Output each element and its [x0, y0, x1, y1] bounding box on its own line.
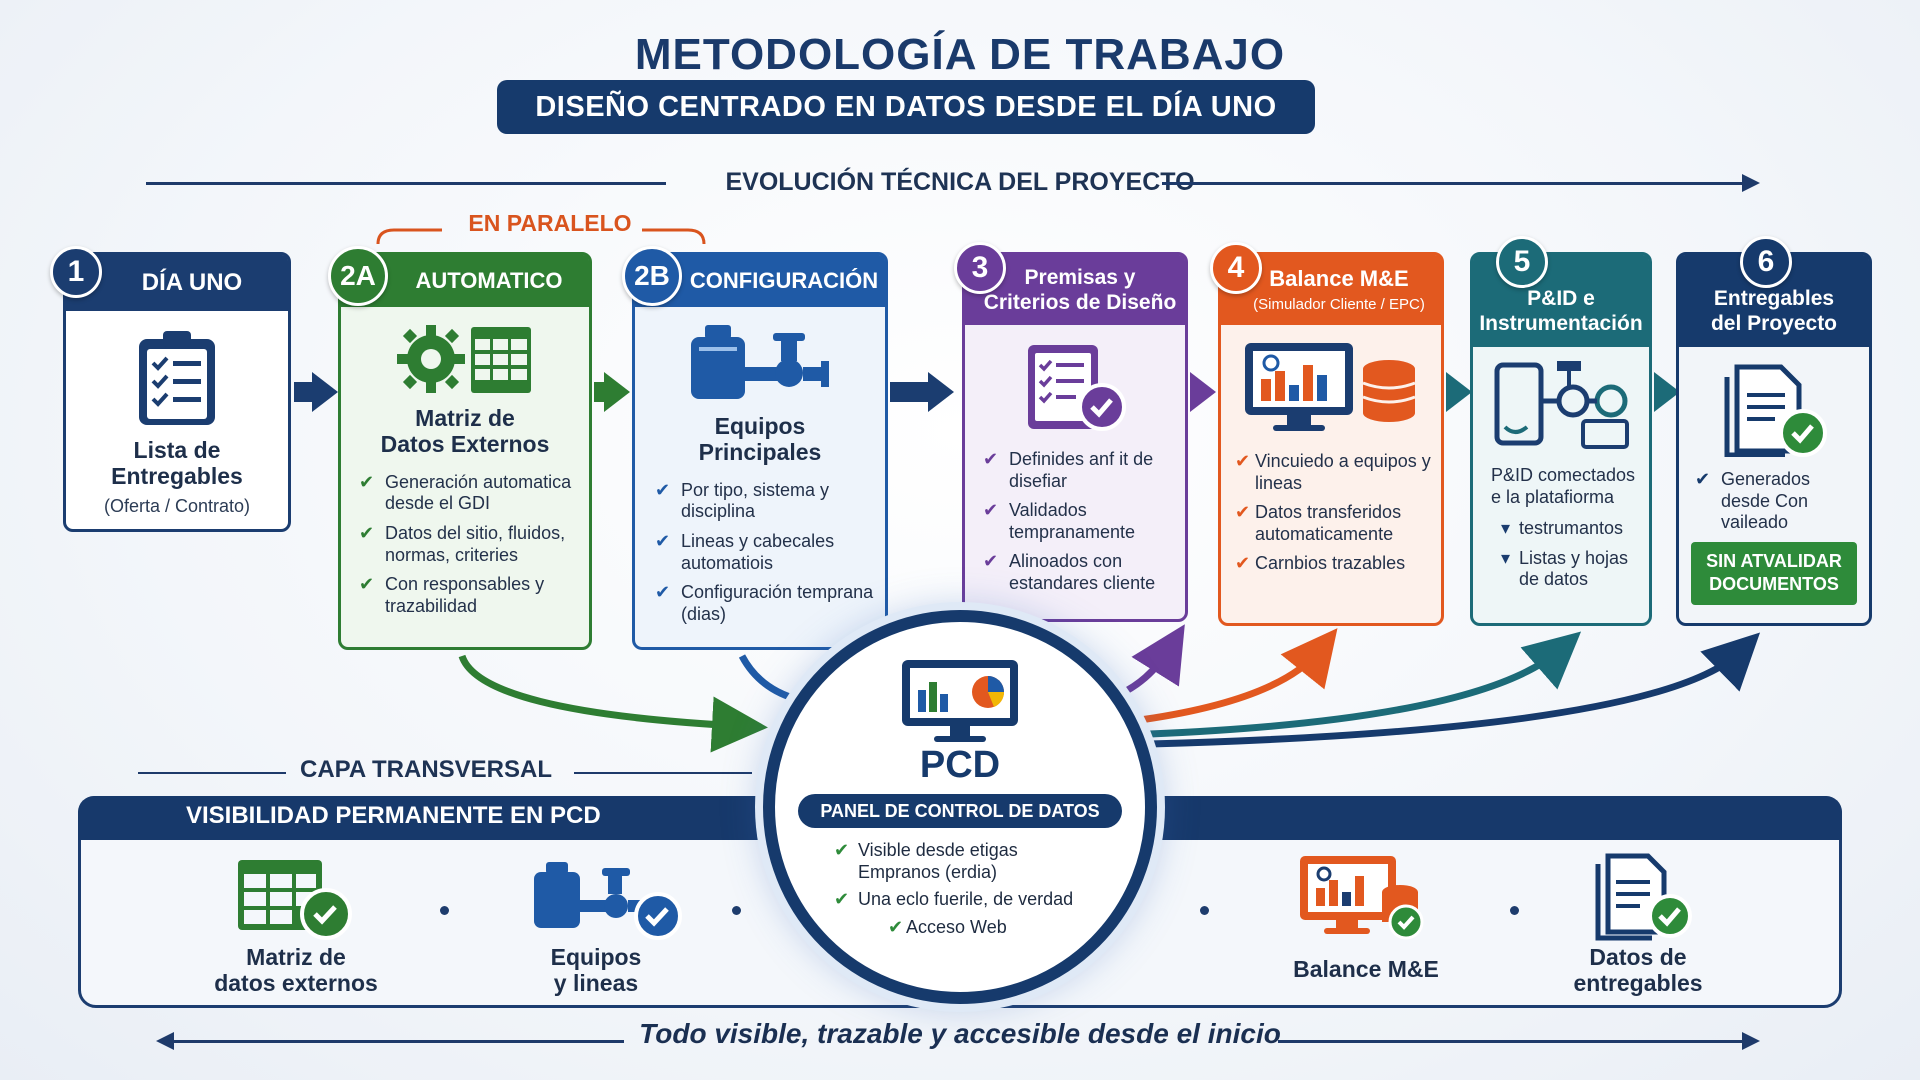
gear-spreadsheet-icon	[341, 319, 589, 399]
step-4-badge: 4	[1210, 242, 1262, 294]
evolution-line-left	[146, 182, 666, 185]
balance-monitor-icon	[1221, 339, 1441, 435]
evolution-label: EVOLUCIÓN TÉCNICA DEL PROYECTO	[725, 168, 1195, 196]
list-item: ▾Listas y hojas de datos	[1501, 547, 1629, 590]
list-item: ✔Con responsables y trazabilidad	[359, 574, 545, 616]
list-item: ✔Acceso Web	[888, 916, 1007, 937]
document-check-icon	[1679, 363, 1869, 457]
parallel-label: EN PARALELO	[468, 210, 632, 236]
list-item: ✔Definides anf it de disefiar	[983, 449, 1154, 491]
flow-arrow-head	[928, 372, 954, 412]
step-2a-card: AUTOMATICO Matriz de Datos Externos ✔Gen…	[338, 252, 592, 650]
separator-dot	[440, 906, 449, 915]
list-item: ✔Una eclo fuerile, de verdad	[834, 889, 1074, 910]
pcd-checklist: ✔Visible desde etigas Empranos (erdia) ✔…	[834, 840, 1104, 946]
step-4-card: Balance M&E (Simulador Cliente / EPC) ✔V…	[1218, 252, 1444, 626]
list-item: ✔Validados tempranamente	[983, 500, 1136, 542]
step-4-title: Balance M&E	[1269, 265, 1409, 291]
step-5-list: ▾testrumantos ▾Listas y hojas de datos	[1501, 518, 1643, 591]
pcd-title: PCD	[919, 744, 1001, 786]
step-1-badge: 1	[50, 246, 102, 298]
flow-arrow-head	[1654, 372, 1680, 412]
list-item: ✔Por tipo, sistema y disciplina	[655, 479, 830, 522]
band-item-balance: Balance M&E	[1293, 956, 1439, 982]
flow-arrow-body	[890, 382, 930, 402]
footer-line-right	[1278, 1040, 1742, 1043]
separator-dot	[1510, 906, 1519, 915]
equipment-icon	[635, 323, 885, 405]
list-item: ✔Datos del sitio, fluidos, normas, crite…	[359, 523, 566, 565]
footer-arrow-right	[1742, 1032, 1760, 1050]
pcd-subtitle-pill: PANEL DE CONTROL DE DATOS	[798, 794, 1122, 828]
evolution-line-right	[1162, 182, 1742, 185]
step-4-subtitle: (Simulador Cliente / EPC)	[1253, 296, 1425, 314]
spreadsheet-check-icon	[234, 856, 354, 947]
equipment-check-icon	[530, 860, 686, 947]
list-item: ✔Visible desde etigas Empranos (erdia)	[834, 840, 1018, 882]
step-2a-checklist: ✔Generación automatica desde el GDI ✔Dat…	[359, 472, 579, 618]
flow-arrow-head	[604, 372, 630, 412]
step-3-badge: 3	[954, 242, 1006, 294]
document-check-icon	[1590, 852, 1700, 947]
footer-line-left	[174, 1040, 624, 1043]
separator-dot	[1200, 906, 1209, 915]
step-1-title: DÍA UNO	[141, 268, 243, 296]
list-item: ✔Alinoados con estandares cliente	[983, 551, 1156, 593]
band-item-matrix: Matriz de datos externos	[214, 944, 378, 997]
step-2b-badge: 2B	[622, 246, 682, 306]
step-6-checklist: ✔Generados desde Con vaileado	[1695, 469, 1863, 534]
flow-arrow-head	[1190, 372, 1216, 412]
separator-dot	[732, 906, 741, 915]
step-2b-card: CONFIGURACIÓN Equipos Principales ✔Por t…	[632, 252, 888, 650]
visibility-band-title: VISIBILIDAD PERMANENTE EN PCD	[186, 802, 601, 829]
step-6-card: Entregables del Proyecto ✔Generados desd…	[1676, 252, 1872, 626]
step-1-header: DÍA UNO	[66, 255, 288, 311]
step-2a-badge: 2A	[328, 246, 388, 306]
footer-arrow-left	[156, 1032, 174, 1050]
step-5-lead: P&ID comectados e la platafiorma	[1491, 465, 1636, 507]
list-item: ✔Configuración temprana (dias)	[655, 582, 874, 624]
step-2a-title: AUTOMATICO	[415, 267, 563, 293]
step-1-card: DÍA UNO Lista de Entregables (Oferta / C…	[63, 252, 291, 532]
capa-line-left	[138, 772, 286, 774]
footer-tagline: Todo visible, trazable y accesible desde…	[639, 1018, 1281, 1049]
clipboard-icon	[66, 327, 288, 427]
capa-line-right	[574, 772, 752, 774]
list-item: ✔Lineas y cabecales automatiois	[655, 531, 835, 573]
pid-instrument-icon	[1473, 355, 1649, 451]
step-2b-name: Equipos Principales	[698, 413, 822, 466]
step-5-badge: 5	[1496, 236, 1548, 288]
list-item: ✔Generados desde Con vaileado	[1695, 469, 1811, 533]
parallel-bracket	[376, 228, 706, 245]
page-title: METODOLOGÍA DE TRABAJO	[634, 30, 1286, 79]
list-item: ▾testrumantos	[1501, 518, 1624, 539]
list-item: ✔Vincuiedo a equipos y lineas	[1235, 451, 1431, 493]
flow-arrow-head	[1446, 372, 1472, 412]
step-1-name: Lista de Entregables	[111, 437, 243, 490]
band-item-deliverables: Datos de entregables	[1573, 944, 1703, 997]
step-4-checklist: ✔Vincuiedo a equipos y lineas ✔Datos tra…	[1235, 451, 1433, 575]
step-1-sub: (Oferta / Contrato)	[103, 495, 251, 516]
no-validate-button[interactable]: SIN ATVALIDAR DOCUMENTOS	[1691, 541, 1857, 605]
list-item: ✔Carnbios trazables	[1235, 553, 1406, 574]
step-3-card: Premisas y Criterios de Diseño ✔Definide…	[962, 252, 1188, 622]
step-2a-name: Matriz de Datos Externos	[380, 405, 550, 458]
checklist-icon	[965, 337, 1185, 433]
flow-arrow-body	[294, 382, 314, 402]
list-item: ✔Datos transferidos automaticamente	[1235, 502, 1402, 544]
flow-arrow-body	[594, 382, 606, 402]
band-item-equipment: Equipos y lineas	[550, 944, 642, 997]
dashboard-monitor-icon	[898, 656, 1022, 751]
evolution-arrow-head	[1742, 174, 1760, 192]
step-6-badge: 6	[1740, 236, 1792, 288]
balance-monitor-icon	[1296, 852, 1426, 947]
flow-arrow-head	[312, 372, 338, 412]
step-2b-title: CONFIGURACIÓN	[689, 267, 879, 293]
page-subtitle: DISEÑO CENTRADO EN DATOS DESDE EL DÍA UN…	[497, 80, 1315, 134]
list-item: ✔Generación automatica desde el GDI	[359, 471, 572, 514]
capa-label: CAPA TRANSVERSAL	[300, 756, 553, 783]
step-3-checklist: ✔Definides anf it de disefiar ✔Validados…	[983, 449, 1177, 595]
step-2b-checklist: ✔Por tipo, sistema y disciplina ✔Lineas …	[655, 480, 875, 626]
